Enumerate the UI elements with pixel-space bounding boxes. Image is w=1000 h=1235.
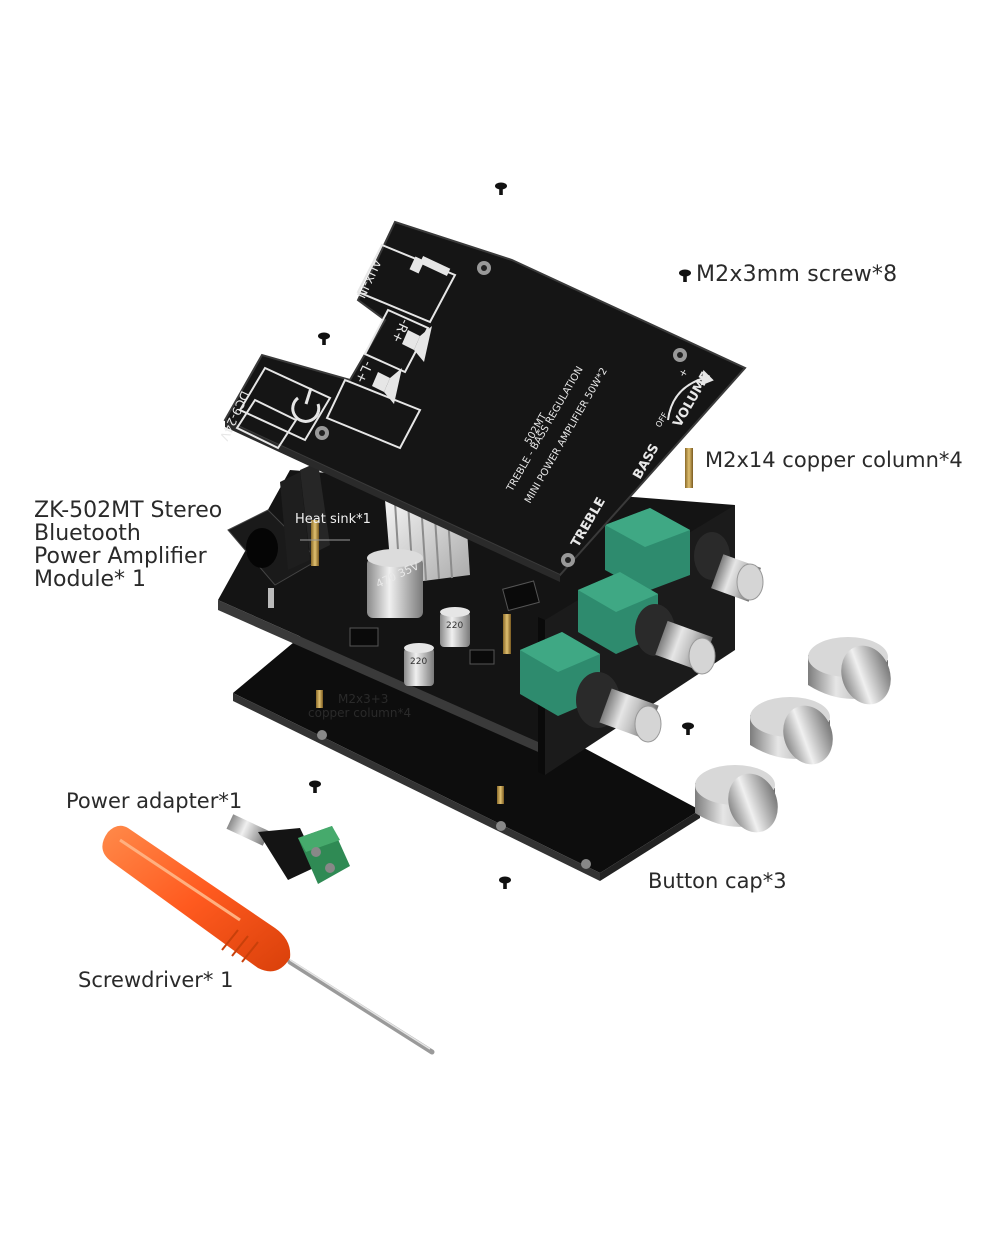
module-callout: ZK-502MT Stereo Bluetooth Power Amplifie… bbox=[34, 498, 223, 592]
button-cap-callout: Button cap*3 bbox=[648, 869, 787, 893]
copper-column-icon bbox=[685, 448, 693, 488]
potentiometer-bass bbox=[578, 572, 716, 675]
screwdriver-icon bbox=[102, 825, 435, 1055]
speaker-icon bbox=[372, 326, 432, 404]
capacitor-small: 220 220 bbox=[404, 607, 470, 686]
button-cap-icon bbox=[695, 637, 891, 833]
copper-column-3-callout: M2x3+3 copper column*4 bbox=[308, 692, 412, 720]
power-adapter-icon bbox=[226, 814, 350, 884]
svg-text:220: 220 bbox=[446, 621, 463, 631]
bottom-plate bbox=[233, 612, 700, 881]
power-icon bbox=[291, 387, 321, 423]
screwdriver-callout: Screwdriver* 1 bbox=[78, 968, 234, 992]
audio-jack-icon bbox=[409, 256, 451, 276]
svg-text:220: 220 bbox=[410, 657, 427, 667]
volume-arrow-icon bbox=[667, 369, 714, 421]
heat-sink-callout: Heat sink*1 bbox=[295, 512, 371, 527]
power-adapter-callout: Power adapter*1 bbox=[66, 789, 243, 813]
potentiometer-volume bbox=[520, 632, 662, 743]
screw-icon bbox=[309, 182, 694, 889]
screw-callout: M2x3mm screw*8 bbox=[696, 262, 898, 287]
potentiometer-treble bbox=[605, 508, 764, 602]
top-panel: AUX-IN DC9-24V -R+ -L+ 502MT TREBLE - BA… bbox=[217, 220, 747, 582]
capacitor-large: 470 35V bbox=[367, 549, 423, 618]
copper-column-14-callout: M2x14 copper column*4 bbox=[705, 448, 963, 472]
